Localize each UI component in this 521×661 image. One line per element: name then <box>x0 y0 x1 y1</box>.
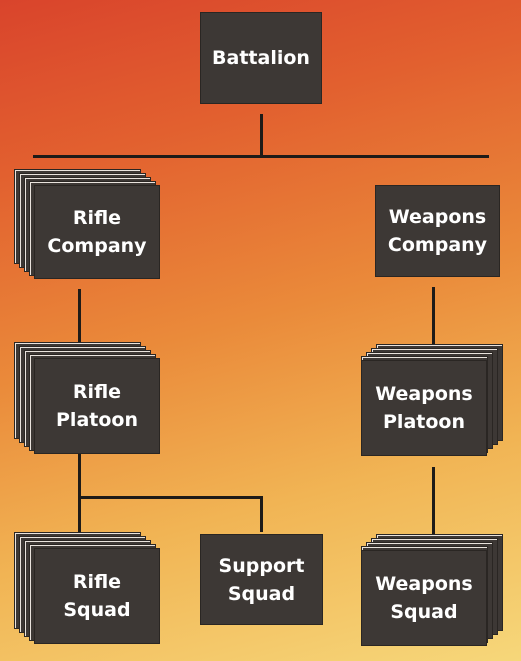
connector-weapons-platoon-to-squad <box>432 467 435 540</box>
rifle-squad-label: Rifle Squad <box>63 571 131 621</box>
connector-top-horizontal <box>33 155 489 158</box>
support-squad-box[interactable]: Support Squad <box>201 535 322 624</box>
weapons-platoon-front: Weapons Platoon <box>362 361 486 455</box>
connector-battalion-down <box>260 114 263 158</box>
connector-rifle-platoon-down <box>78 446 81 534</box>
weapons-company-label: Weapons Company <box>387 206 488 256</box>
rifle-platoon-front: Rifle Platoon <box>35 359 159 453</box>
weapons-squad-label: Weapons Squad <box>375 573 473 623</box>
rifle-platoon-box[interactable]: Rifle Platoon <box>15 343 160 453</box>
connector-squad-horizontal <box>78 496 263 499</box>
rifle-squad-box[interactable]: Rifle Squad <box>15 533 160 643</box>
weapons-squad-box[interactable]: Weapons Squad <box>356 535 502 645</box>
rifle-company-front: Rifle Company <box>35 186 159 278</box>
rifle-company-label: Rifle Company <box>47 207 147 257</box>
rifle-company-box[interactable]: Rifle Company <box>15 170 160 278</box>
battalion-box[interactable]: Battalion <box>201 13 321 103</box>
support-squad-label: Support Squad <box>218 554 305 605</box>
connector-support-squad-up <box>260 496 263 532</box>
weapons-company-box[interactable]: Weapons Company <box>376 186 499 276</box>
rifle-squad-front: Rifle Squad <box>35 549 159 643</box>
weapons-squad-front: Weapons Squad <box>362 551 486 645</box>
weapons-platoon-box[interactable]: Weapons Platoon <box>356 345 502 455</box>
rifle-platoon-label: Rifle Platoon <box>56 381 138 431</box>
battalion-label: Battalion <box>212 47 310 69</box>
weapons-platoon-label: Weapons Platoon <box>375 383 473 433</box>
connector-weapons-company-to-platoon <box>432 287 435 349</box>
connector-rifle-company-to-platoon <box>78 289 81 344</box>
